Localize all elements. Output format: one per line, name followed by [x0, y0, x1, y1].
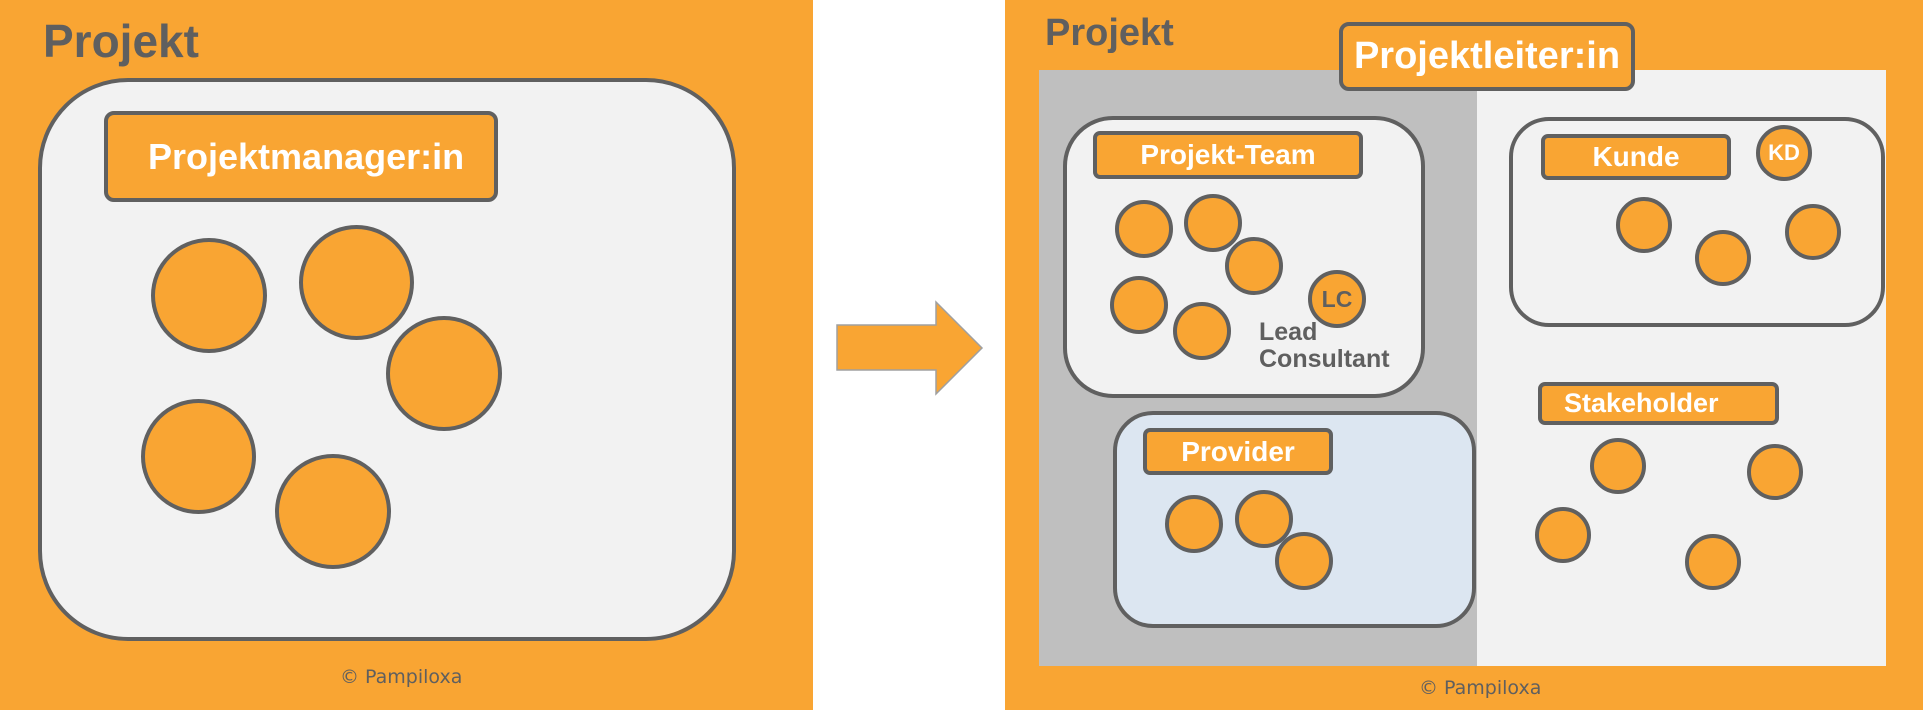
lead-caption-line1: Lead	[1259, 318, 1318, 346]
stakeholder-member	[1590, 438, 1646, 494]
project-team-label: Projekt-Team	[1093, 131, 1363, 179]
right-panel: Projekt Projektleiter:in Projekt-Team LC…	[1005, 0, 1923, 710]
project-manager-label: Projektmanager:in	[104, 111, 498, 202]
team-member	[141, 399, 256, 514]
team-member	[151, 238, 267, 353]
team-member	[1110, 276, 1168, 334]
stakeholder-label: Stakeholder	[1538, 382, 1779, 425]
lead-consultant-caption: Lead Consultant	[1259, 319, 1390, 373]
left-panel-title: Projekt	[43, 15, 199, 67]
customer-badge: KD	[1756, 125, 1812, 181]
provider-member	[1235, 490, 1293, 548]
right-arrow-icon	[836, 300, 984, 396]
customer-label: Kunde	[1541, 134, 1731, 180]
lead-caption-line2: Consultant	[1259, 345, 1390, 373]
provider-member	[1165, 495, 1223, 553]
provider-member	[1275, 532, 1333, 590]
lead-consultant-badge: LC	[1308, 270, 1366, 328]
team-member	[275, 454, 391, 569]
team-member	[1115, 200, 1173, 258]
team-member	[1225, 237, 1283, 295]
copyright-text: © Pampiloxa	[1419, 677, 1542, 699]
right-panel-title: Projekt	[1045, 12, 1174, 54]
stakeholder-member	[1535, 507, 1591, 563]
team-member	[1184, 194, 1242, 252]
stakeholder-member	[1747, 444, 1803, 500]
customer-member	[1695, 230, 1751, 286]
copyright-text: © Pampiloxa	[340, 666, 463, 688]
stakeholder-member	[1685, 534, 1741, 590]
customer-member	[1616, 197, 1672, 253]
customer-member	[1785, 204, 1841, 260]
left-panel: Projekt Projektmanager:in © Pampiloxa	[0, 0, 813, 710]
team-member	[299, 225, 414, 340]
team-member	[386, 316, 502, 431]
project-lead-label: Projektleiter:in	[1339, 22, 1635, 91]
team-member	[1173, 302, 1231, 360]
provider-label: Provider	[1143, 428, 1333, 475]
